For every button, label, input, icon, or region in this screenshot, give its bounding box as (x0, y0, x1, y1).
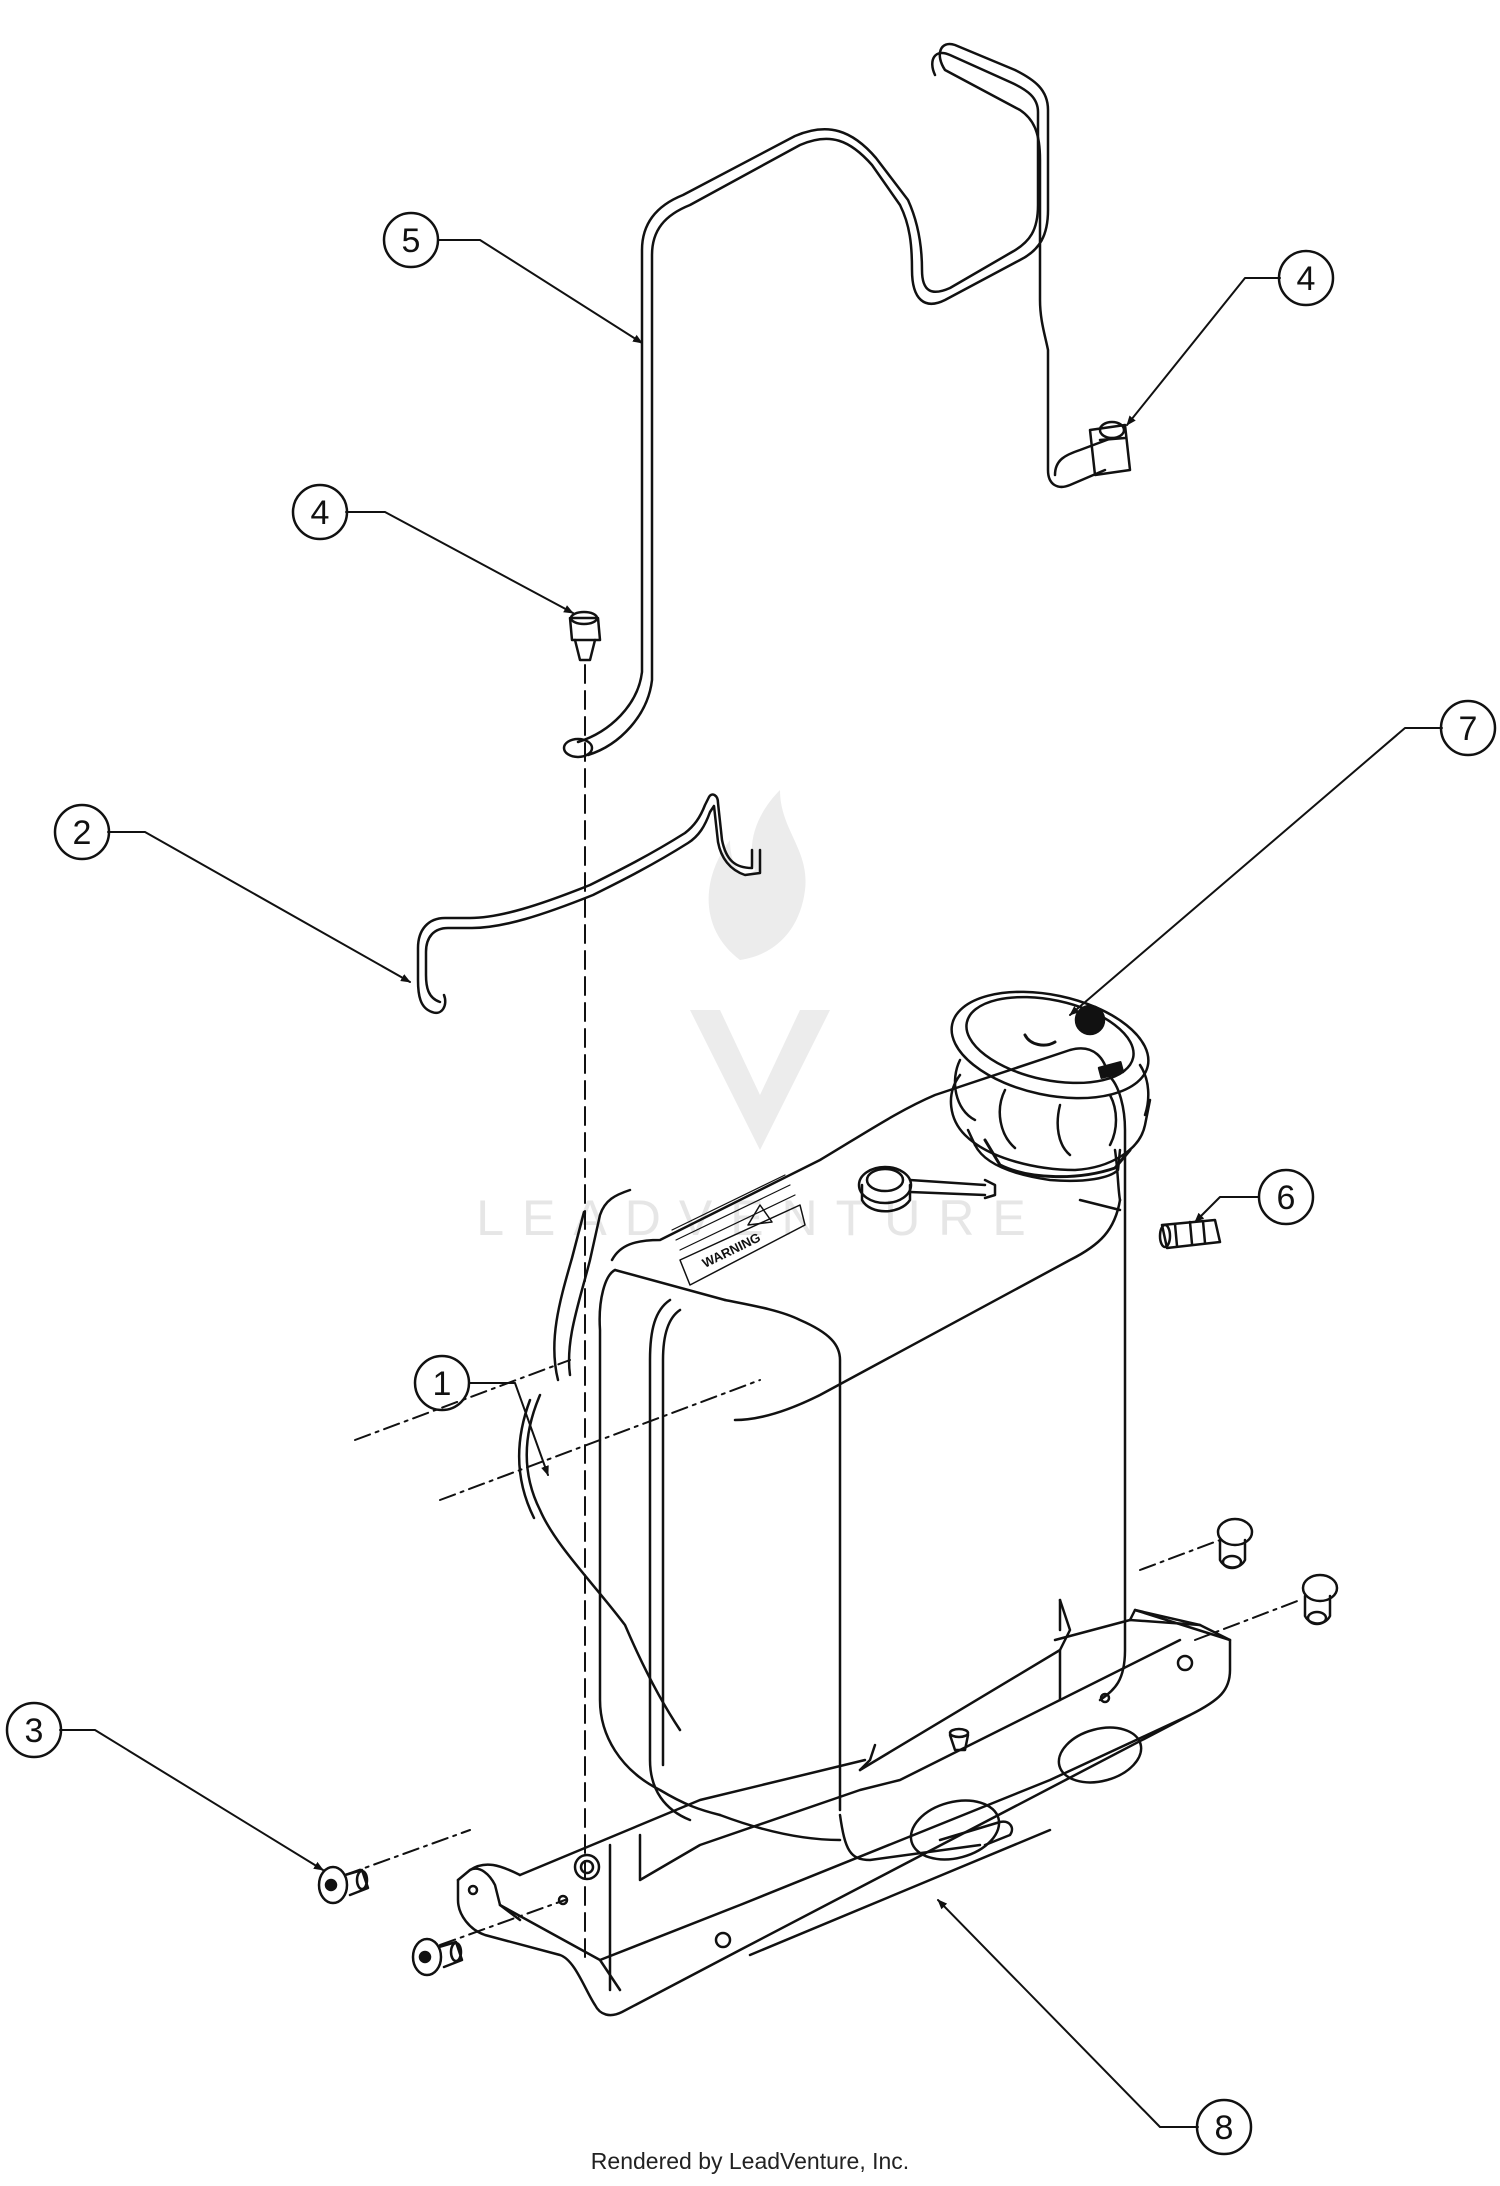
callout-4b-bubble (1277, 249, 1335, 307)
tank-mounting-bracket (456, 1608, 1232, 2017)
watermark-brand: LEADVENTURE (476, 1190, 1044, 1246)
watermark-v-icon (690, 1010, 830, 1150)
callout-6-bubble (1257, 1168, 1315, 1226)
fuel-filter-fitting (1158, 1218, 1222, 1250)
leader-line-6 (1194, 1196, 1259, 1223)
assembly-centerline-bolt-3 (344, 1829, 471, 1876)
leader-line-3 (59, 1729, 324, 1871)
leader-line-1 (469, 1382, 549, 1476)
callout-1-bubble (413, 1354, 471, 1412)
callout-7-label: 7 (1459, 710, 1478, 748)
assembly-centerline-right-bolt-1 (1139, 1539, 1221, 1571)
callout-3-label: 3 (25, 1712, 44, 1750)
callout-2-label: 2 (73, 814, 92, 852)
vent-tube (562, 42, 1114, 759)
leader-line-2 (107, 831, 411, 983)
rendered-by-credit: Rendered by LeadVenture, Inc. (590, 2148, 910, 2174)
shoulder-bolt-right-lower (1301, 1573, 1339, 1626)
fuel-cap (949, 990, 1152, 1179)
callout-1-label: 1 (433, 1365, 452, 1403)
callout-8-bubble (1195, 2098, 1253, 2156)
callout-6-label: 6 (1277, 1179, 1296, 1217)
shoulder-bolt-right-upper (1216, 1517, 1254, 1570)
hose-clamp-upper (1088, 420, 1132, 477)
hose-clamp-left (568, 610, 602, 662)
fuel-tank (518, 1047, 1127, 1862)
callout-5-label: 5 (402, 222, 421, 260)
leader-line-4a (345, 511, 574, 614)
leader-line-4b (1126, 277, 1281, 426)
assembly-centerline-right-bolt-2 (1194, 1599, 1301, 1641)
callout-3-bubble (5, 1701, 63, 1759)
watermark-flame-icon (708, 790, 806, 960)
assembly-centerline-bolt-lower (439, 1899, 566, 1946)
callout-labels: 1 2 3 4 4 5 6 7 8 (25, 222, 1478, 2147)
shoulder-bolt-lower (411, 1937, 464, 1977)
callout-2-bubble (53, 803, 111, 861)
callout-4a-bubble (291, 483, 349, 541)
shoulder-bolt-front (317, 1865, 370, 1905)
warning-decal (671, 1174, 806, 1286)
leader-line-8 (937, 1899, 1199, 2128)
callout-4a-label: 4 (311, 494, 330, 532)
callout-7-bubble (1439, 699, 1497, 757)
leader-line-7 (1069, 727, 1443, 1016)
watermark: LEADVENTURE (476, 790, 1044, 1246)
callout-5-bubble (382, 211, 440, 269)
tank-hold-down-rod (416, 793, 762, 1015)
callout-8-label: 8 (1215, 2109, 1234, 2147)
callout-4b-label: 4 (1297, 260, 1316, 298)
leader-line-5 (437, 239, 643, 344)
